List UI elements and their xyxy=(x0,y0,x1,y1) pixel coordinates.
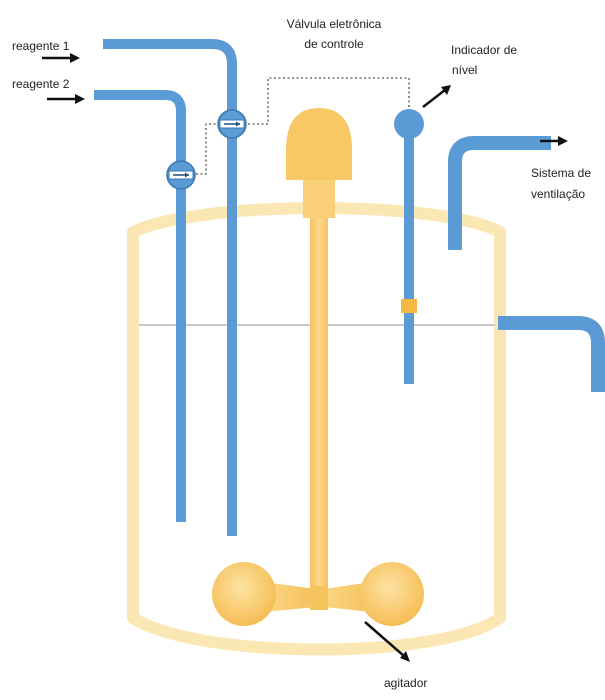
control-valve-2 xyxy=(166,160,196,190)
ventilation-label-line2: ventilação xyxy=(531,187,586,201)
agitator-arrow xyxy=(364,621,410,662)
control-signal-line xyxy=(196,77,410,175)
agitator-blade-left xyxy=(264,582,316,612)
reactor-vessel xyxy=(127,202,506,656)
ventilation-arrow xyxy=(540,136,568,146)
level-indicator-label-line1: Indicador de xyxy=(451,43,518,57)
agitator-shaft xyxy=(310,218,328,605)
ventilation-pipe xyxy=(448,136,551,250)
level-indicator-arrow xyxy=(422,85,451,108)
ventilation-label-line1: Sistema de xyxy=(531,166,592,180)
reagent-1-pipe xyxy=(103,39,237,536)
agitator-ball-right xyxy=(360,562,424,626)
reagent-2-pipe xyxy=(94,90,186,522)
agitator-blade-right xyxy=(324,582,372,612)
reagent-2-arrow xyxy=(47,94,85,104)
agitator-ball-left xyxy=(212,562,276,626)
reagent-2-label: reagente 2 xyxy=(12,77,70,91)
control-valve-1 xyxy=(217,109,247,139)
valve-label-line1: Válvula eletrônica xyxy=(286,17,382,31)
agitator xyxy=(212,108,424,626)
agitator-motor xyxy=(286,108,352,180)
agitator-coupling xyxy=(303,180,335,218)
level-indicator-label-line2: nível xyxy=(452,63,478,77)
level-indicator xyxy=(394,109,424,384)
reagent-1-label: reagente 1 xyxy=(12,39,70,53)
reagent-1-arrow xyxy=(42,53,80,63)
valve-label-line2: de controle xyxy=(304,37,364,51)
outlet-pipe xyxy=(498,316,605,392)
agitator-label: agitador xyxy=(384,676,428,690)
